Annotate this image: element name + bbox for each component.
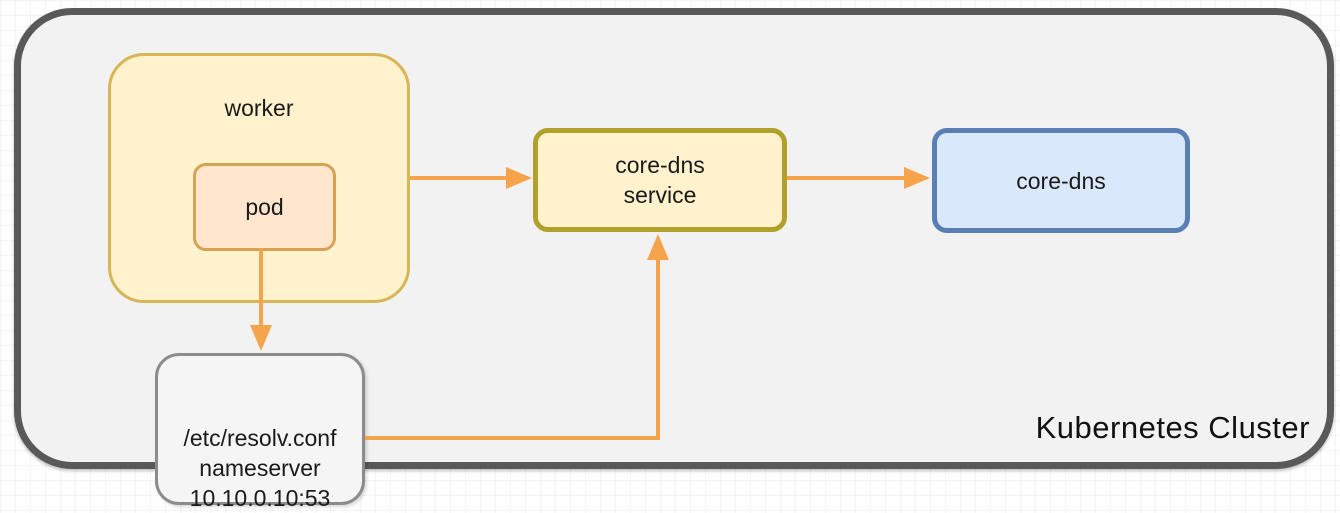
- pod-label: pod: [245, 194, 284, 220]
- node-resolv-conf: /etc/resolv.conf nameserver 10.10.0.10:5…: [155, 353, 365, 511]
- node-core-dns: core-dns: [932, 128, 1190, 233]
- cluster-label: Kubernetes Cluster: [1035, 410, 1310, 445]
- worker-label: worker: [224, 95, 294, 121]
- resolv-conf-label: /etc/resolv.conf nameserver 10.10.0.10:5…: [183, 425, 337, 511]
- node-worker: worker pod: [108, 53, 410, 303]
- core-dns-label: core-dns: [1016, 167, 1106, 194]
- node-core-dns-service: core-dns service: [533, 128, 787, 232]
- node-pod: pod: [193, 163, 336, 251]
- core-dns-service-label: core-dns service: [615, 152, 705, 208]
